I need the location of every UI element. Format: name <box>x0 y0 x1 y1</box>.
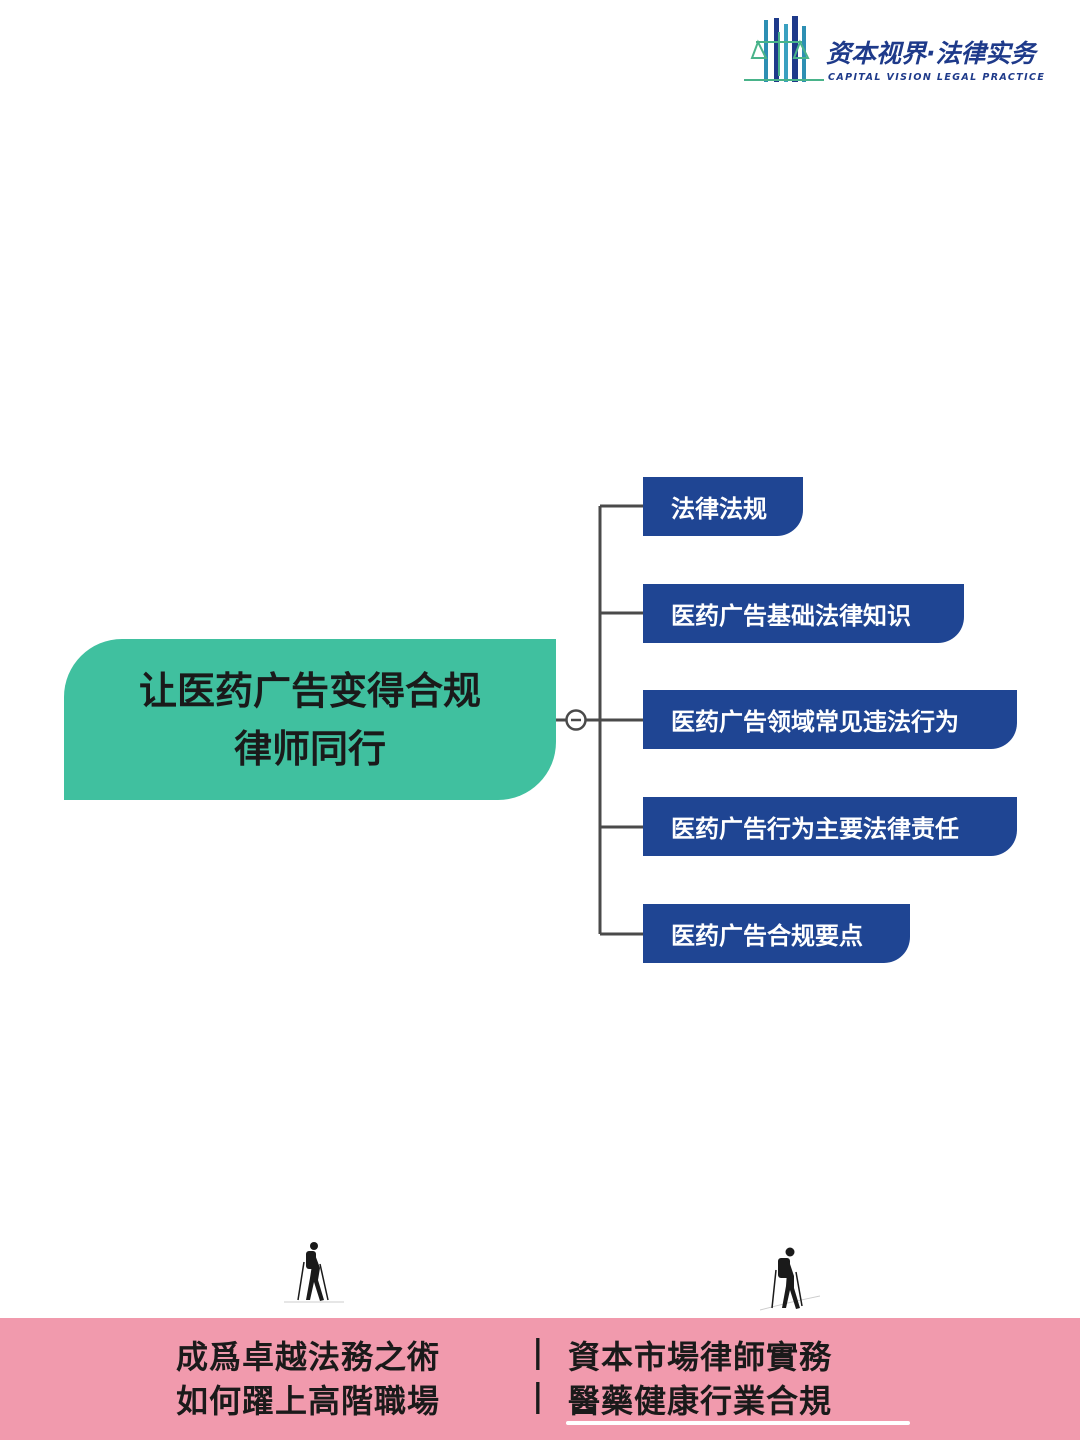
branch-node-laws[interactable]: 法律法规 <box>643 477 803 536</box>
banner-topic: 如何躍上高階職場 <box>176 1382 441 1420</box>
banner-separator: | <box>532 1376 544 1414</box>
branch-node-basic-legal-knowledge[interactable]: 医药广告基础法律知识 <box>643 584 964 643</box>
banner-topic: 資本市場律師實務 <box>568 1338 833 1376</box>
banner-topic: 成爲卓越法務之術 <box>176 1338 441 1376</box>
root-title-line-1: 让医药广告变得合规 <box>138 668 481 713</box>
brand-logo: 资本视界·法律实务 CAPITAL VISION LEGAL PRACTICE <box>744 14 1070 86</box>
banner-separator: | <box>532 1332 544 1370</box>
mindmap-root-node[interactable]: 让医药广告变得合规 律师同行 <box>64 639 556 800</box>
logo-en-text: CAPITAL VISION LEGAL PRACTICE <box>828 72 1046 83</box>
branch-node-compliance-points[interactable]: 医药广告合规要点 <box>643 904 910 963</box>
logo-cn-text: 资本视界·法律实务 <box>826 39 1036 68</box>
scales-of-justice-icon <box>744 16 824 82</box>
banner-row-1: 成爲卓越法務之術 | 資本市場律師實務 <box>0 1332 1080 1376</box>
branch-node-common-violations[interactable]: 医药广告领域常见违法行为 <box>643 690 1017 749</box>
highlight-underline <box>566 1421 910 1425</box>
banner-row-2: 如何躍上高階職場 | 醫藥健康行業合規 <box>0 1376 1080 1420</box>
root-title-line-2: 律师同行 <box>233 726 386 771</box>
hiker-silhouette-icon <box>760 1247 820 1311</box>
footer-banner <box>0 1318 1080 1440</box>
branch-node-legal-liability[interactable]: 医药广告行为主要法律责任 <box>643 797 1017 856</box>
collapse-icon[interactable] <box>564 708 588 732</box>
hiker-silhouette-icon <box>284 1242 344 1303</box>
banner-topic-highlighted: 醫藥健康行業合規 <box>568 1382 833 1420</box>
